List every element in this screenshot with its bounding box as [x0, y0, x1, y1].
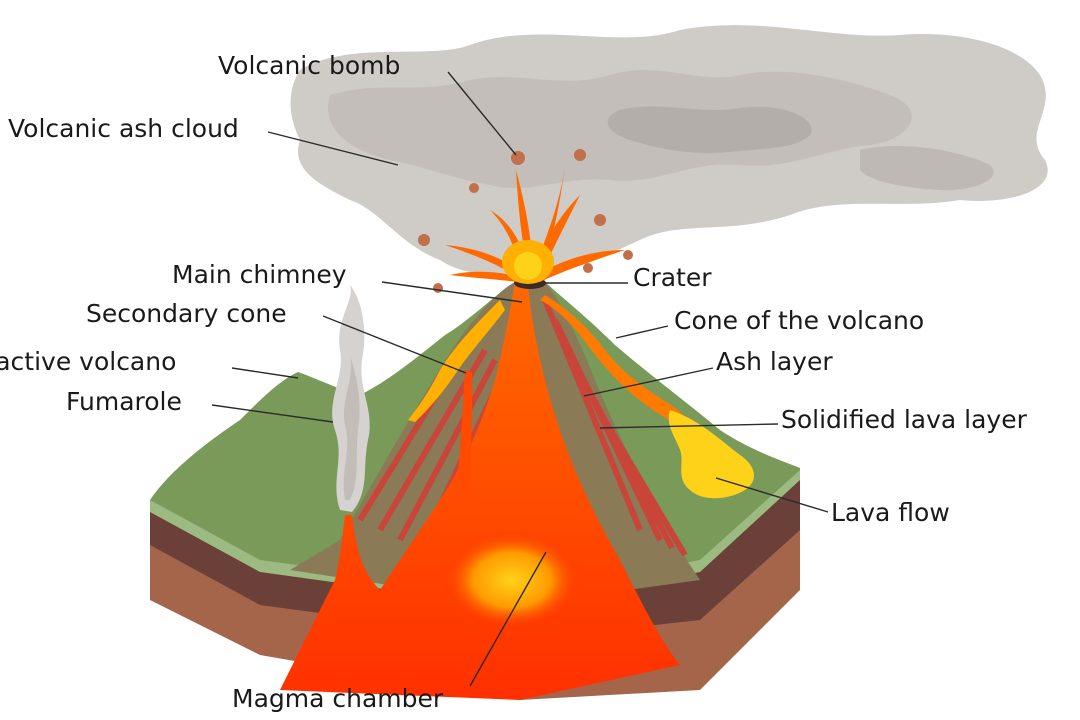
magma [280, 282, 680, 700]
ash-cloud [290, 25, 1048, 275]
leader-lines [211, 71, 829, 687]
label-secondary-cone: Secondary cone [86, 299, 287, 328]
label-solidified-lava-layer: Solidified lava layer [781, 405, 1028, 434]
label-fumarole: Fumarole [66, 387, 182, 416]
fumarole-steam [332, 285, 370, 512]
label-cone-of-the-volcano: Cone of the volcano [674, 306, 924, 335]
label-main-chimney: Main chimney [172, 260, 347, 289]
label-volcanic-ash-cloud: Volcanic ash cloud [8, 114, 239, 143]
label-inactive-volcano: Inactive volcano [0, 347, 176, 376]
eruption-plume [445, 165, 625, 284]
volcanic-bombs [418, 149, 633, 293]
labels: Volcanic bomb Volcanic ash cloud Main ch… [0, 51, 1028, 713]
lava-flows [408, 295, 755, 499]
label-magma-chamber: Magma chamber [232, 684, 444, 713]
label-volcanic-bomb: Volcanic bomb [218, 51, 400, 80]
label-ash-layer: Ash layer [716, 347, 833, 376]
label-lava-flow: Lava flow [831, 498, 950, 527]
label-crater: Crater [633, 263, 712, 292]
